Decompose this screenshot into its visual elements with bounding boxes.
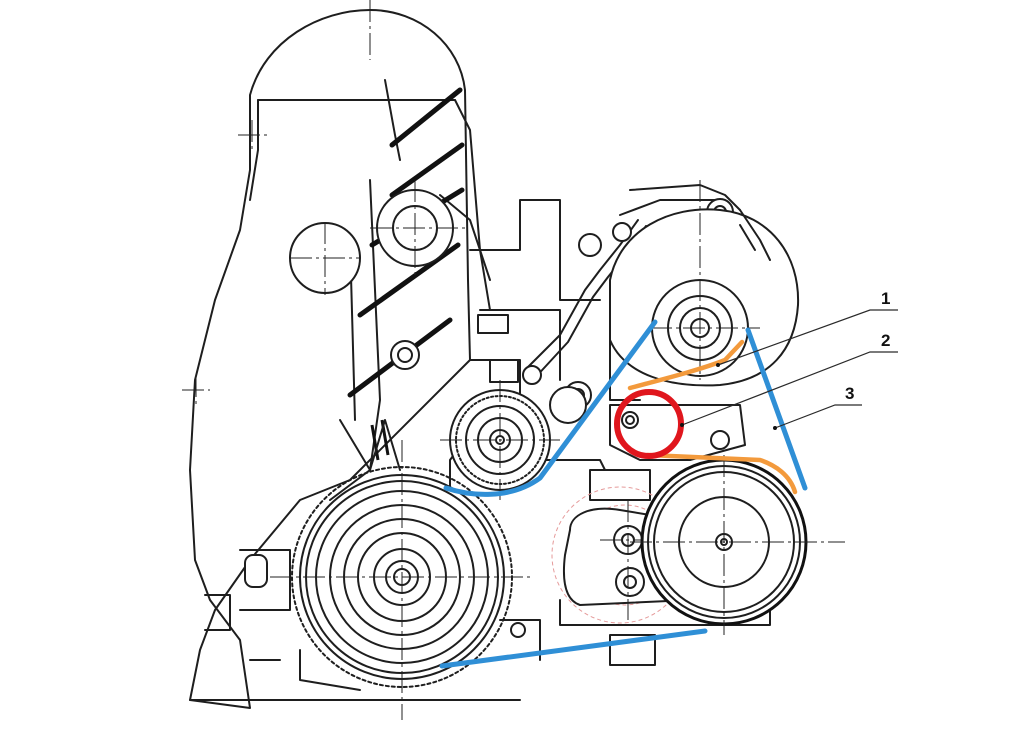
callout-label-3: 3 <box>845 384 854 403</box>
idler-pulley <box>440 380 560 500</box>
tensioner-guide <box>627 339 798 495</box>
engine-base <box>189 549 541 701</box>
crankshaft-pulley <box>270 419 530 720</box>
callout-label-1: 1 <box>881 289 890 308</box>
timing-cover <box>189 9 491 709</box>
cover-features <box>182 0 465 405</box>
callout-label-2: 2 <box>881 331 890 350</box>
callout-leaders <box>680 309 898 430</box>
lower-right-pulley <box>630 455 845 635</box>
drive-belt <box>439 319 808 669</box>
